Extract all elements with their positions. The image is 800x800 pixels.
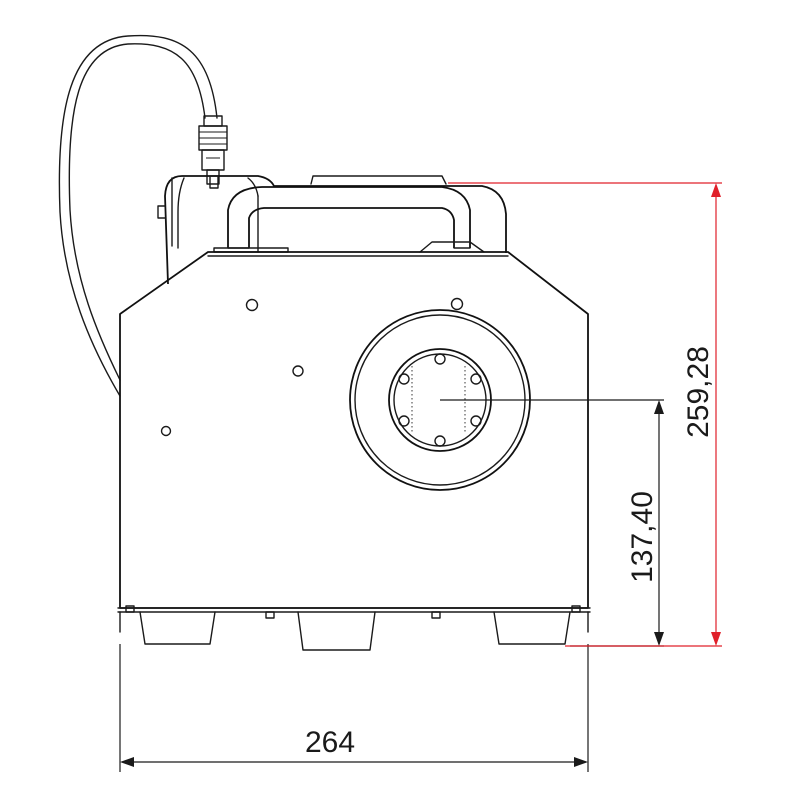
total-height-dimension: 259,28 — [448, 182, 722, 647]
nozzle-bolt-icon — [470, 373, 482, 385]
width-label: 264 — [305, 726, 355, 759]
nozzle-bolt-icon — [398, 373, 410, 385]
axis-height-dimension: 137,40 — [440, 399, 664, 647]
nozzle-bolt-icon — [398, 415, 410, 427]
screw-icon — [292, 365, 304, 377]
axis-height-label: 137,40 — [626, 491, 659, 583]
carry-handle — [213, 175, 485, 253]
panel-screws — [160, 297, 464, 437]
total-height-label: 259,28 — [682, 346, 715, 438]
housing — [119, 251, 589, 609]
base-feet — [117, 605, 591, 651]
screw-icon — [450, 297, 464, 311]
screw-icon — [245, 298, 259, 312]
power-cable — [58, 34, 218, 397]
screw-icon — [160, 425, 172, 437]
nozzle-bolt-icon — [434, 435, 446, 447]
nozzle-bolt-icon — [470, 415, 482, 427]
nozzle-bolt-icon — [434, 353, 446, 365]
width-dimension: 264 — [119, 644, 589, 772]
cable-connector — [198, 115, 228, 185]
fluid-tank — [157, 175, 507, 285]
